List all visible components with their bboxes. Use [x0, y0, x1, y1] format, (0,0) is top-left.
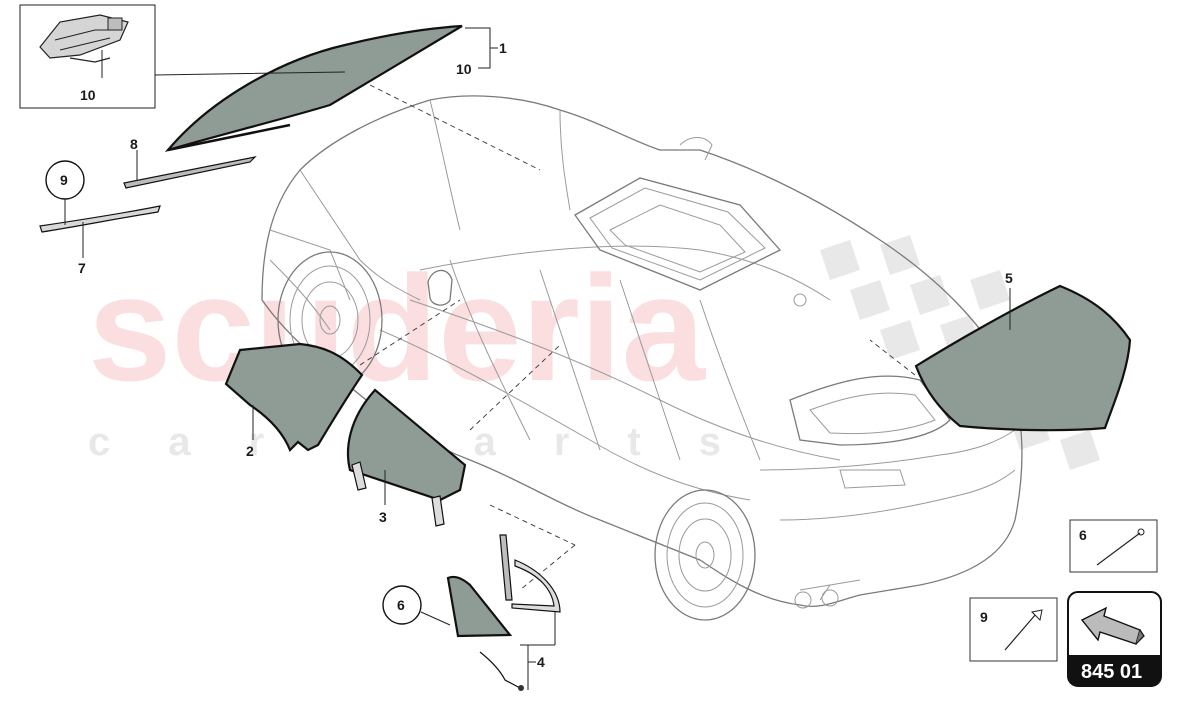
sensor-module-icon	[39, 14, 129, 78]
rear-wheel	[654, 489, 756, 621]
catalog-number: 845 01	[1081, 661, 1142, 683]
watermark-main: scuderia	[88, 244, 707, 412]
legend-box-6: 6	[1069, 519, 1158, 573]
legend-9-label: 9	[980, 609, 988, 625]
part-8-trim: 8	[123, 136, 257, 189]
part-7-trim: 9 7	[39, 160, 161, 276]
callout-1: 1	[499, 40, 507, 56]
callout-4: 4	[537, 654, 545, 670]
callout-10: 10	[456, 61, 472, 77]
part-2-front-door-glass: 2	[224, 342, 364, 459]
orientation-arrow-icon	[1080, 606, 1145, 645]
callout-8: 8	[130, 136, 138, 152]
legend-6-label: 6	[1079, 527, 1087, 543]
callout-3: 3	[379, 509, 387, 525]
catalog-badge: 845 01	[1067, 591, 1162, 687]
callout-9: 9	[60, 172, 68, 188]
callout-7: 7	[78, 260, 86, 276]
part-10-inset: 10	[19, 4, 346, 109]
part-windshield	[164, 24, 463, 153]
callout-5: 5	[1005, 270, 1013, 286]
part-4-quarter-glass: 6 4	[382, 534, 561, 691]
callout-10-inset: 10	[80, 87, 96, 103]
callout-1-group: 1 10	[456, 27, 507, 77]
callout-6: 6	[397, 597, 405, 613]
assembly-leaders	[359, 84, 916, 591]
callout-6-circle	[382, 585, 422, 625]
callout-2: 2	[246, 443, 254, 459]
part-3-rear-door-glass: 3	[346, 388, 467, 527]
part-5-rear-window: 5	[914, 270, 1132, 432]
legend-box-9: 9	[969, 597, 1058, 662]
